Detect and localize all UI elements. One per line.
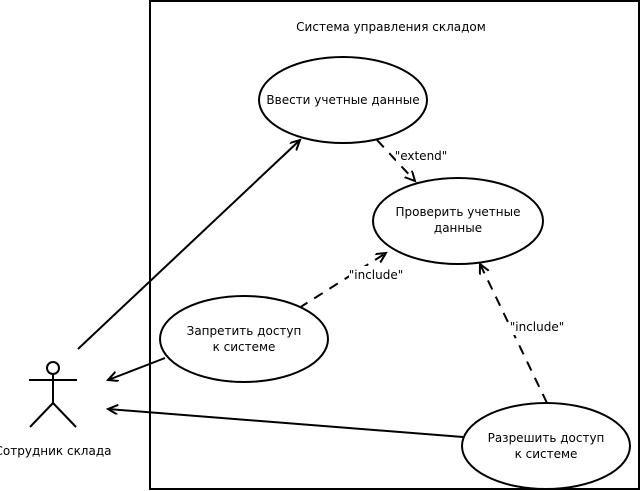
- extend-label: "extend": [395, 149, 448, 163]
- actor-head: [46, 361, 60, 375]
- use-case-ellipse: [461, 402, 631, 490]
- use-case-ellipse: [159, 295, 329, 383]
- include-label-deny: "include": [349, 268, 404, 282]
- use-case-grant-access[interactable]: Разрешить доступ к системе: [461, 402, 631, 490]
- association-actor-to-enter-credentials: [77, 140, 300, 350]
- use-case-label-line2: к системе: [213, 340, 276, 354]
- association-deny-access-to-actor: [108, 357, 166, 380]
- actor-label: Сотрудник склада: [0, 444, 111, 458]
- use-case-label-line2: данные: [434, 221, 482, 235]
- use-case-label-line1: Запретить доступ: [187, 324, 302, 338]
- use-case-ellipse: [372, 177, 544, 265]
- use-case-label-line1: Разрешить доступ: [488, 431, 605, 445]
- use-case-deny-access[interactable]: Запретить доступ к системе: [159, 295, 329, 383]
- use-case-label: Ввести учетные данные: [266, 93, 419, 107]
- actor-right-leg: [52, 402, 77, 428]
- use-case-enter-credentials[interactable]: Ввести учетные данные: [258, 56, 428, 144]
- include-label-grant: "include": [510, 320, 565, 334]
- system-title: Система управления складом: [296, 20, 486, 34]
- use-case-label-line2: к системе: [515, 447, 578, 461]
- actor-figure: [29, 361, 77, 428]
- use-case-verify-credentials[interactable]: Проверить учетные данные: [372, 177, 544, 265]
- use-case-label-line1: Проверить учетные: [396, 205, 521, 219]
- association-grant-access-to-actor: [108, 409, 464, 438]
- system-boundary: [149, 0, 640, 490]
- use-case-ellipse: [258, 56, 428, 144]
- actor-left-leg: [29, 402, 54, 428]
